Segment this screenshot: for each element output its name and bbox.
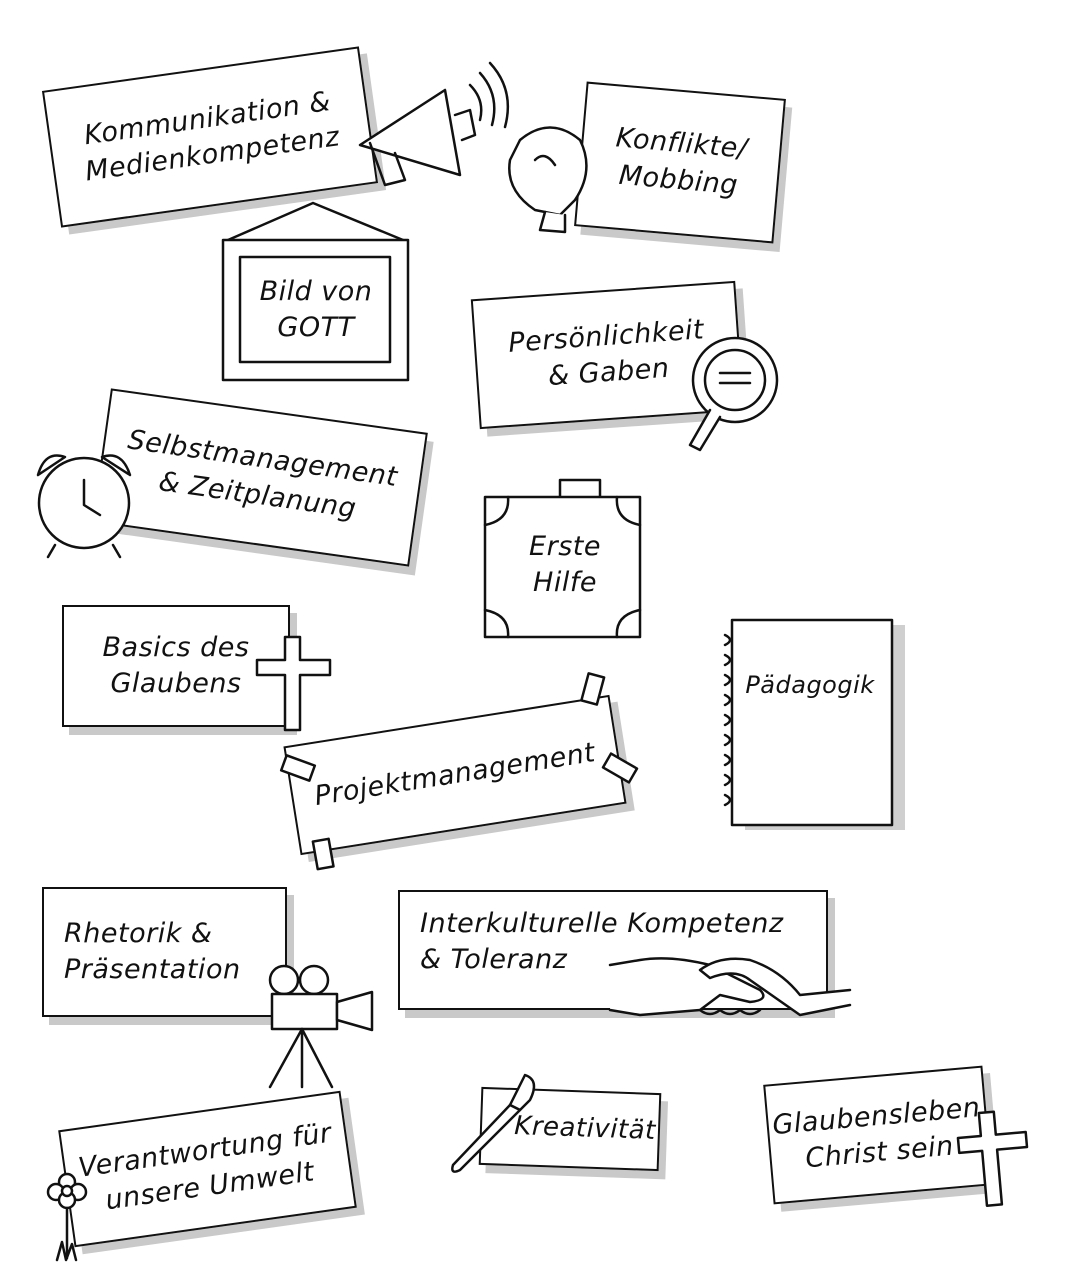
topic-card-verantwortung: Verantwortung für unsere Umwelt bbox=[58, 1090, 357, 1248]
topic-card-basics-glauben: Basics des Glaubens bbox=[62, 605, 290, 727]
topic-label: Präsentation bbox=[64, 954, 241, 985]
tape-icon bbox=[600, 752, 640, 789]
paintbrush-icon bbox=[445, 1070, 545, 1184]
topic-card-paedagogik: Pädagogik bbox=[740, 660, 880, 710]
topic-label: Projektmanagement bbox=[312, 736, 598, 812]
handshake-icon bbox=[600, 940, 860, 1034]
topic-label: Glaubens bbox=[110, 668, 242, 699]
flower-icon bbox=[42, 1170, 92, 1269]
suitcase-icon bbox=[480, 475, 650, 649]
megaphone-icon bbox=[350, 55, 510, 199]
topic-label: Pädagogik bbox=[745, 670, 875, 699]
topic-label: Hilfe bbox=[533, 567, 597, 598]
topic-label: Bild von bbox=[259, 275, 373, 307]
boxing-glove-icon bbox=[500, 120, 600, 244]
tape-icon bbox=[575, 670, 615, 714]
tape-icon bbox=[278, 754, 318, 789]
video-camera-icon bbox=[262, 962, 382, 1096]
topic-label: Interkulturelle Kompetenz bbox=[420, 908, 784, 939]
tape-icon bbox=[305, 835, 345, 879]
cross-icon bbox=[956, 1110, 1038, 1214]
topic-card-erste-hilfe: Erste Hilfe bbox=[510, 515, 620, 615]
topic-label: Erste bbox=[529, 530, 601, 562]
alarm-clock-icon bbox=[30, 445, 140, 564]
cross-icon bbox=[255, 635, 335, 739]
notebook-icon bbox=[720, 615, 910, 839]
topic-label: & Gaben bbox=[547, 352, 671, 393]
topic-card-selbstmanagement: Selbstmanagement & Zeitplanung bbox=[92, 388, 428, 567]
topic-card-konflikte: Konflikte/ Mobbing bbox=[574, 81, 786, 244]
topic-card-rhetorik: Rhetorik & Präsentation bbox=[42, 887, 287, 1017]
topic-label: GOTT bbox=[277, 312, 355, 343]
topic-card-bild-von-gott: Bild von GOTT bbox=[242, 260, 390, 360]
hand-mirror-icon bbox=[680, 335, 790, 459]
topic-label: Basics des bbox=[102, 631, 250, 663]
topic-label: & Toleranz bbox=[420, 944, 568, 976]
topic-label: Rhetorik & bbox=[64, 917, 213, 949]
picture-frame-icon bbox=[218, 195, 418, 389]
